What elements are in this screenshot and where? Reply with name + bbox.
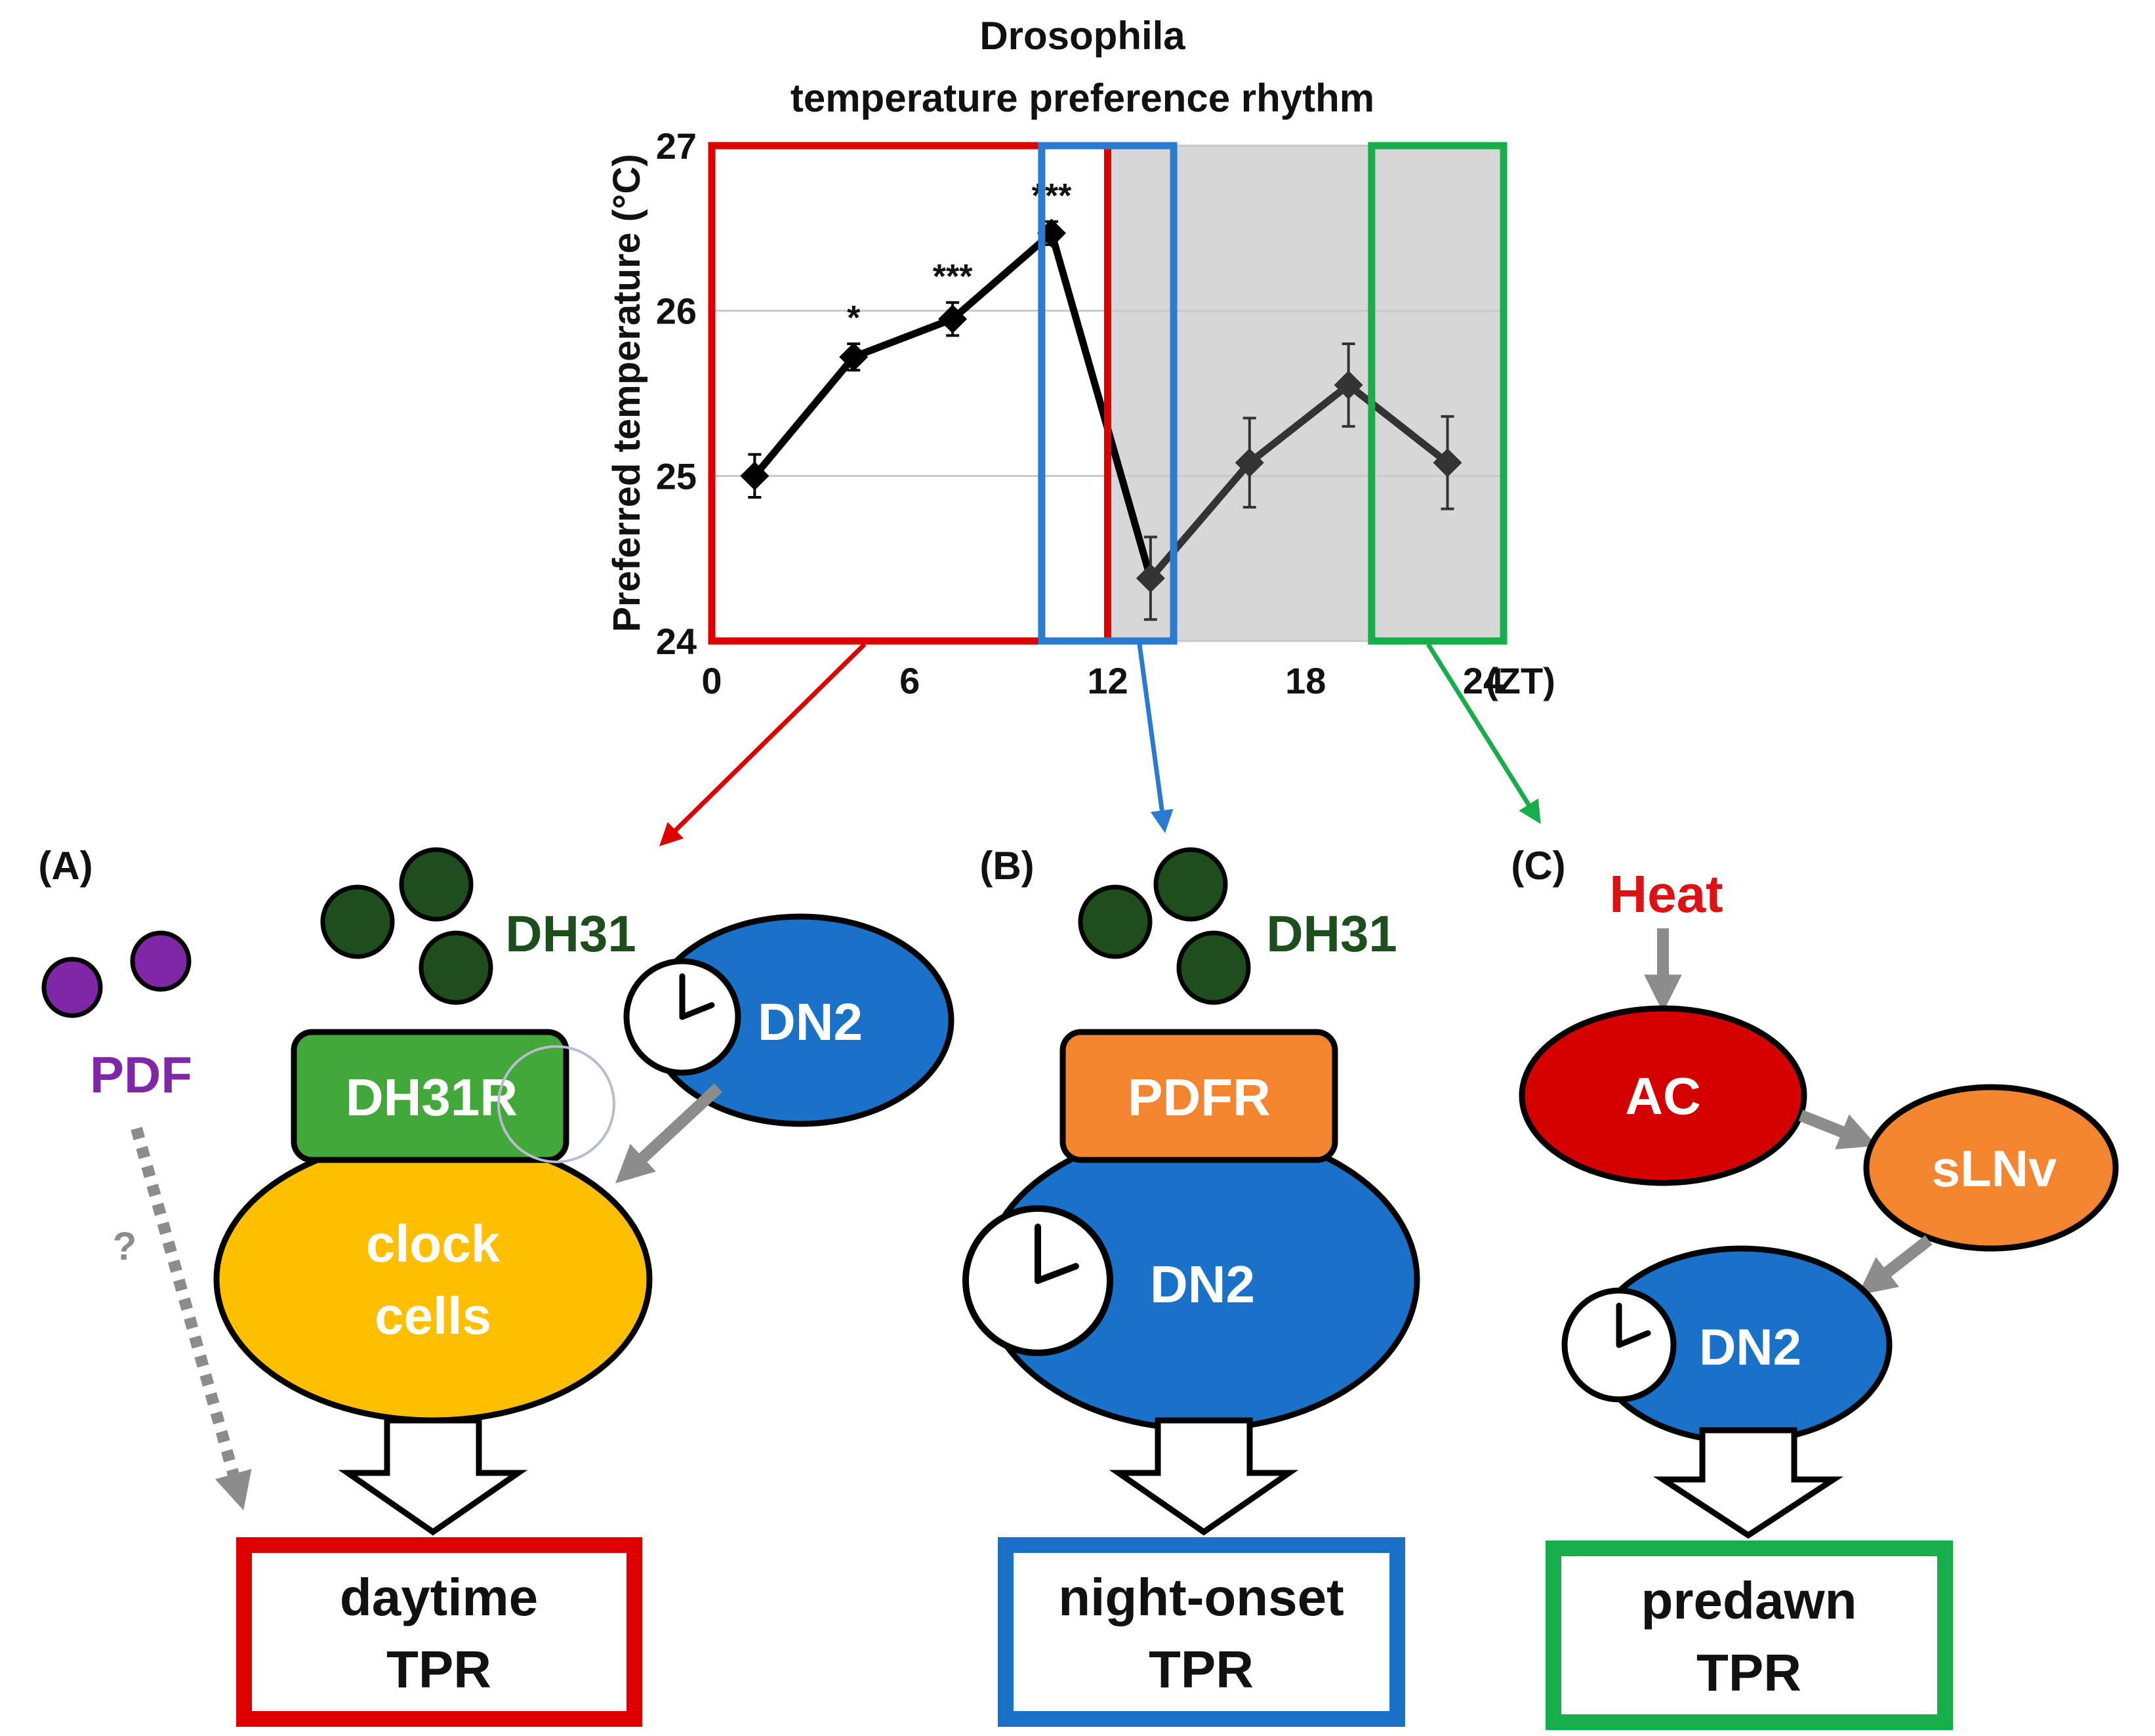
dn2-label: DN2 — [758, 993, 863, 1051]
data-point — [740, 461, 770, 491]
arrow-night-onset-to-panel-b — [1137, 644, 1174, 833]
pdf-label: PDF — [90, 1046, 192, 1104]
time-window-boxes — [708, 142, 1508, 645]
significance-marker: * — [847, 299, 861, 337]
y-tick-label: 24 — [656, 621, 697, 662]
night-onset-tpr-line1: night-onset — [1058, 1568, 1344, 1626]
x-tick-label: 12 — [1087, 660, 1128, 701]
chart-title: Drosophila — [979, 14, 1185, 58]
dh31-molecule — [1153, 847, 1228, 922]
slnv-neuron — [1863, 1084, 2119, 1252]
output-arrow — [1652, 1427, 1844, 1539]
dh31-molecule — [419, 930, 493, 1005]
y-axis-ticks: 24 25 26 27 — [656, 125, 697, 662]
y-axis-label: Preferred temperature (°C) — [605, 154, 648, 632]
pdf-question-mark: ? — [113, 1224, 137, 1268]
output-arrow — [1109, 1417, 1299, 1536]
slnv-to-dn2-arrow — [1857, 1235, 1933, 1296]
arrow-daytime-to-panel-a — [659, 642, 867, 846]
preference-series: ******* — [740, 177, 1462, 621]
clock-icon — [1561, 1287, 1677, 1403]
data-point — [839, 342, 869, 372]
x-tick-label: 0 — [701, 660, 722, 701]
chart-subtitle: temperature preference rhythm — [790, 76, 1374, 120]
dn2-label: DN2 — [1150, 1255, 1255, 1313]
daytime-window-box — [708, 142, 1111, 645]
y-tick-label: 26 — [656, 291, 697, 332]
clock-cells — [213, 1135, 653, 1424]
data-point — [938, 304, 968, 334]
panel-c-label: (C) — [1511, 844, 1565, 888]
clock-cells-label-line1: clock — [366, 1214, 501, 1273]
slnv-label: sLNv — [1932, 1140, 2057, 1197]
output-arrow — [338, 1417, 528, 1536]
night-onset-tpr-box — [998, 1537, 1405, 1727]
dark-period-shading — [1107, 146, 1504, 641]
data-point — [1334, 370, 1363, 400]
x-tick-label: 18 — [1285, 660, 1326, 701]
significance-marker: *** — [933, 258, 973, 296]
pdfr-label: PDFR — [1128, 1068, 1271, 1126]
pdfr-receptor — [1059, 1029, 1338, 1163]
night-onset-tpr-line2: TPR — [1149, 1640, 1254, 1699]
pdf-molecule — [130, 930, 192, 992]
clock-cells-label-line2: cells — [375, 1287, 491, 1345]
series-line-dark — [1147, 381, 1450, 581]
dh31r-receptor — [291, 1029, 569, 1163]
panel-b-label: (B) — [979, 844, 1034, 888]
pdf-dashed-arrow — [131, 1126, 252, 1511]
clock-icon — [623, 958, 741, 1076]
predawn-window-box — [1368, 142, 1508, 645]
data-point — [1136, 564, 1165, 593]
arrow-predawn-to-panel-c — [1426, 643, 1541, 824]
panel-b: (B) DH31 PDFR DN2 night-onset TPR — [962, 844, 1420, 1727]
dn2-label: DN2 — [1699, 1318, 1801, 1376]
pdf-molecule — [41, 957, 103, 1018]
x-axis-unit-label: (ZT) — [1486, 660, 1555, 701]
dh31-molecule — [399, 847, 474, 922]
significance-marker: *** — [1032, 177, 1072, 215]
y-tick-label: 27 — [656, 125, 697, 167]
x-tick-label: 24 — [1463, 660, 1504, 701]
ac-to-slnv-arrow — [1798, 1109, 1878, 1149]
dn2-to-clock-cells-arrow — [615, 1083, 723, 1184]
dh31r-label: DH31R — [346, 1068, 518, 1126]
data-point — [1235, 448, 1264, 478]
panel-a: (A) PDF ? DH31 DH31R clock cells DN2 day… — [38, 844, 954, 1727]
x-tick-label: 6 — [899, 660, 920, 701]
dh31-label: DH31 — [1266, 905, 1397, 962]
daytime-tpr-box — [236, 1537, 642, 1727]
dh31-molecule — [1078, 884, 1153, 959]
predawn-tpr-box — [1546, 1540, 1953, 1730]
predawn-tpr-line1: predawn — [1641, 1571, 1857, 1630]
y-tick-label: 25 — [656, 455, 697, 497]
night-onset-window-box — [1038, 142, 1178, 645]
daytime-tpr-line2: TPR — [386, 1640, 491, 1699]
receptor-highlight-ring — [497, 1045, 615, 1163]
clock-icon — [962, 1205, 1113, 1356]
panel-c: (C) Heat AC sLNv DN2 predawn TPR — [1511, 844, 2119, 1730]
dh31-molecule — [1176, 930, 1251, 1005]
dh31-molecule — [320, 884, 395, 959]
predawn-tpr-line2: TPR — [1696, 1643, 1801, 1702]
temperature-preference-chart: Drosophila temperature preference rhythm… — [605, 14, 1555, 701]
panel-a-label: (A) — [38, 844, 92, 888]
x-axis-ticks: 0 6 12 18 24 — [701, 660, 1504, 701]
daytime-tpr-line1: daytime — [340, 1568, 538, 1626]
ac-neuron — [1519, 1005, 1807, 1186]
dh31-label: DH31 — [505, 905, 636, 962]
ac-label: AC — [1625, 1067, 1701, 1125]
heat-label: Heat — [1609, 865, 1723, 923]
data-point — [1433, 448, 1462, 478]
